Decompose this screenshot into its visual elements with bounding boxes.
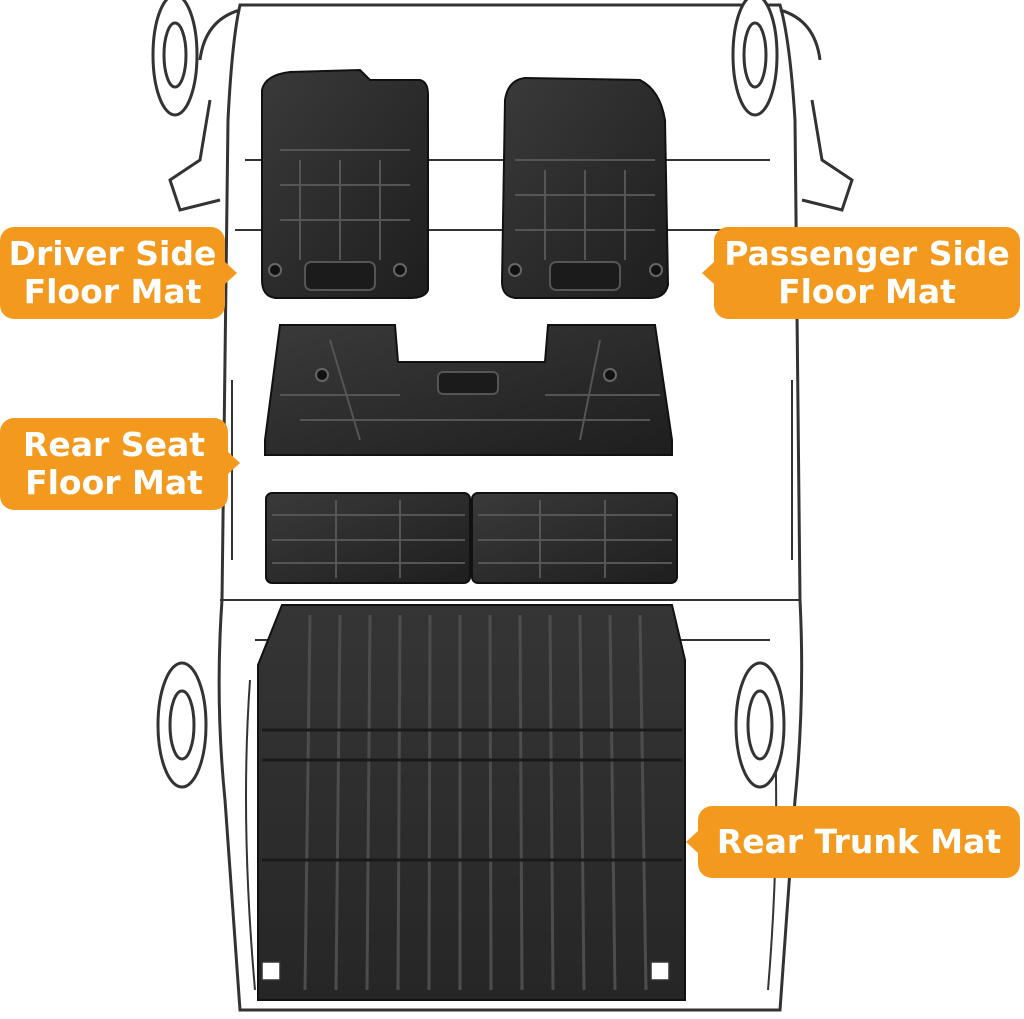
- driver-label-line2: Floor Mat: [23, 272, 202, 311]
- rear-seat-floor-mat-label: Rear Seat Floor Mat: [0, 418, 228, 510]
- passenger-label-line1: Passenger Side: [724, 234, 1010, 273]
- wheel-rear-left: [156, 661, 208, 789]
- driver-label-arrow: [225, 262, 237, 284]
- rear-seat-floor-mat: [264, 324, 678, 584]
- rear-seat-label-line2: Floor Mat: [25, 463, 203, 502]
- passenger-label-arrow: [702, 262, 714, 284]
- wheel-front-right: [731, 0, 779, 117]
- driver-floor-mat: [261, 68, 429, 299]
- rear-trunk-mat: [257, 604, 686, 1001]
- passenger-side-floor-mat-label: Passenger Side Floor Mat: [714, 227, 1020, 319]
- rear-trunk-mat-label: Rear Trunk Mat: [698, 806, 1020, 878]
- rear-seat-label-arrow: [228, 452, 240, 474]
- rear-seat-label-line1: Rear Seat: [22, 425, 205, 464]
- passenger-floor-mat: [500, 76, 670, 299]
- trunk-label-arrow: [686, 831, 698, 853]
- driver-side-floor-mat-label: Driver Side Floor Mat: [0, 227, 225, 319]
- wheel-rear-right: [734, 661, 786, 789]
- passenger-label-line2: Floor Mat: [778, 272, 956, 311]
- driver-label-line1: Driver Side: [8, 234, 217, 273]
- wheel-front-left: [151, 0, 199, 117]
- trunk-label-line1: Rear Trunk Mat: [716, 822, 1002, 861]
